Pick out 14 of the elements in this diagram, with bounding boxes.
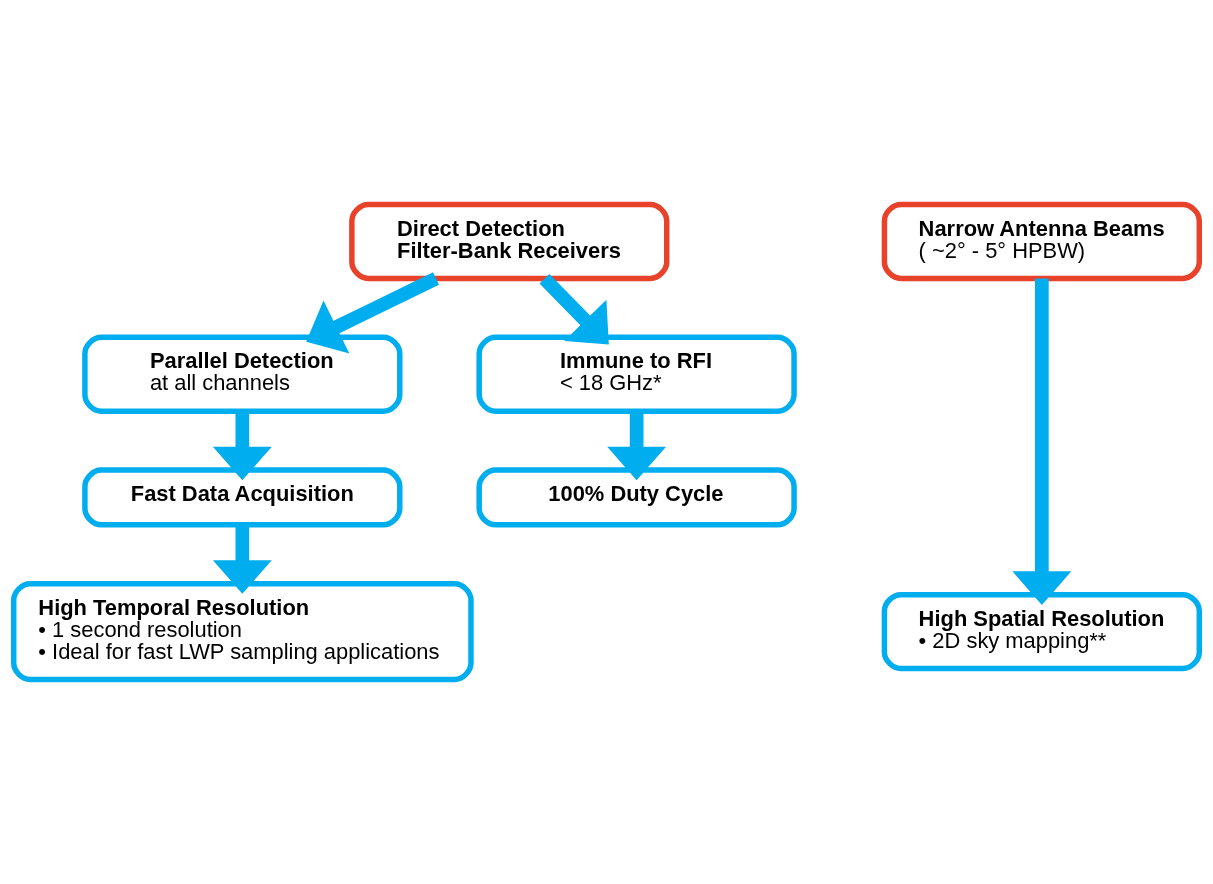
node-box: Immune to RFI < 18 GHz*: [476, 334, 797, 414]
node-box: Parallel Detection at all channels: [82, 334, 403, 414]
arrow: [539, 273, 609, 345]
arrow: [212, 525, 272, 594]
node-box: Narrow Antenna Beams ( ~2° - 5° HPBW): [881, 201, 1202, 282]
node-box: High Temporal Resolution • 1 second resolution • Ideal for fast LWP sampling applications: [11, 580, 474, 683]
node-box: 100% Duty Cycle: [476, 467, 797, 528]
node-box: Fast Data Acquisition: [82, 467, 403, 528]
arrow: [212, 411, 272, 481]
node-box: High Spatial Resolution • 2D sky mapping**: [881, 591, 1202, 672]
arrow: [1012, 278, 1072, 605]
arrow: [306, 272, 439, 354]
node-box: Direct Detection Filter-Bank Receivers: [349, 201, 670, 282]
arrow: [607, 411, 667, 481]
